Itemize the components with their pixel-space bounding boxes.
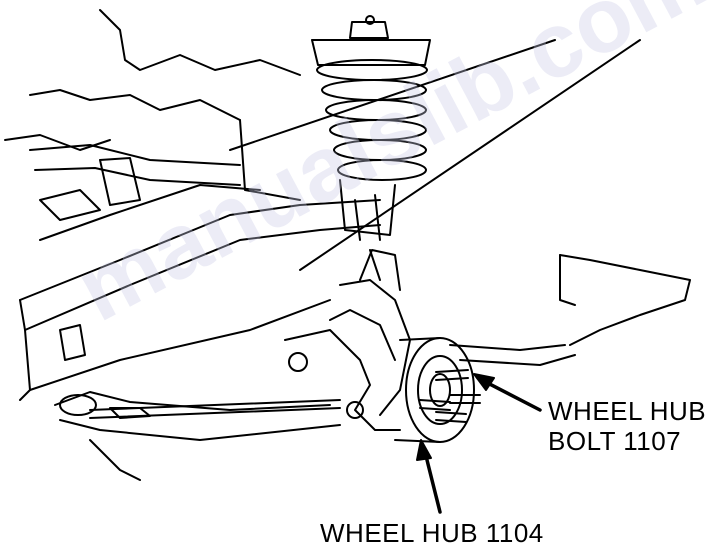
steering-knuckle [285, 250, 410, 430]
bolt-leader-arrow [474, 374, 540, 410]
coil-spring [312, 16, 430, 240]
splash-shield [450, 255, 690, 365]
body-panel-outline [5, 10, 640, 270]
hub-leader-arrow [417, 440, 440, 512]
callout-hub-line1: WHEEL HUB 1104 [320, 518, 544, 548]
wheel-hub-callout: WHEEL HUB 1104 [320, 518, 544, 548]
callout-bolt-line1: WHEEL HUB [548, 396, 706, 426]
wheel-hub-bolt-callout: WHEEL HUB BOLT 1107 [548, 396, 706, 456]
upper-control-arm [30, 145, 240, 220]
callout-bolt-line2: BOLT 1107 [548, 426, 706, 456]
